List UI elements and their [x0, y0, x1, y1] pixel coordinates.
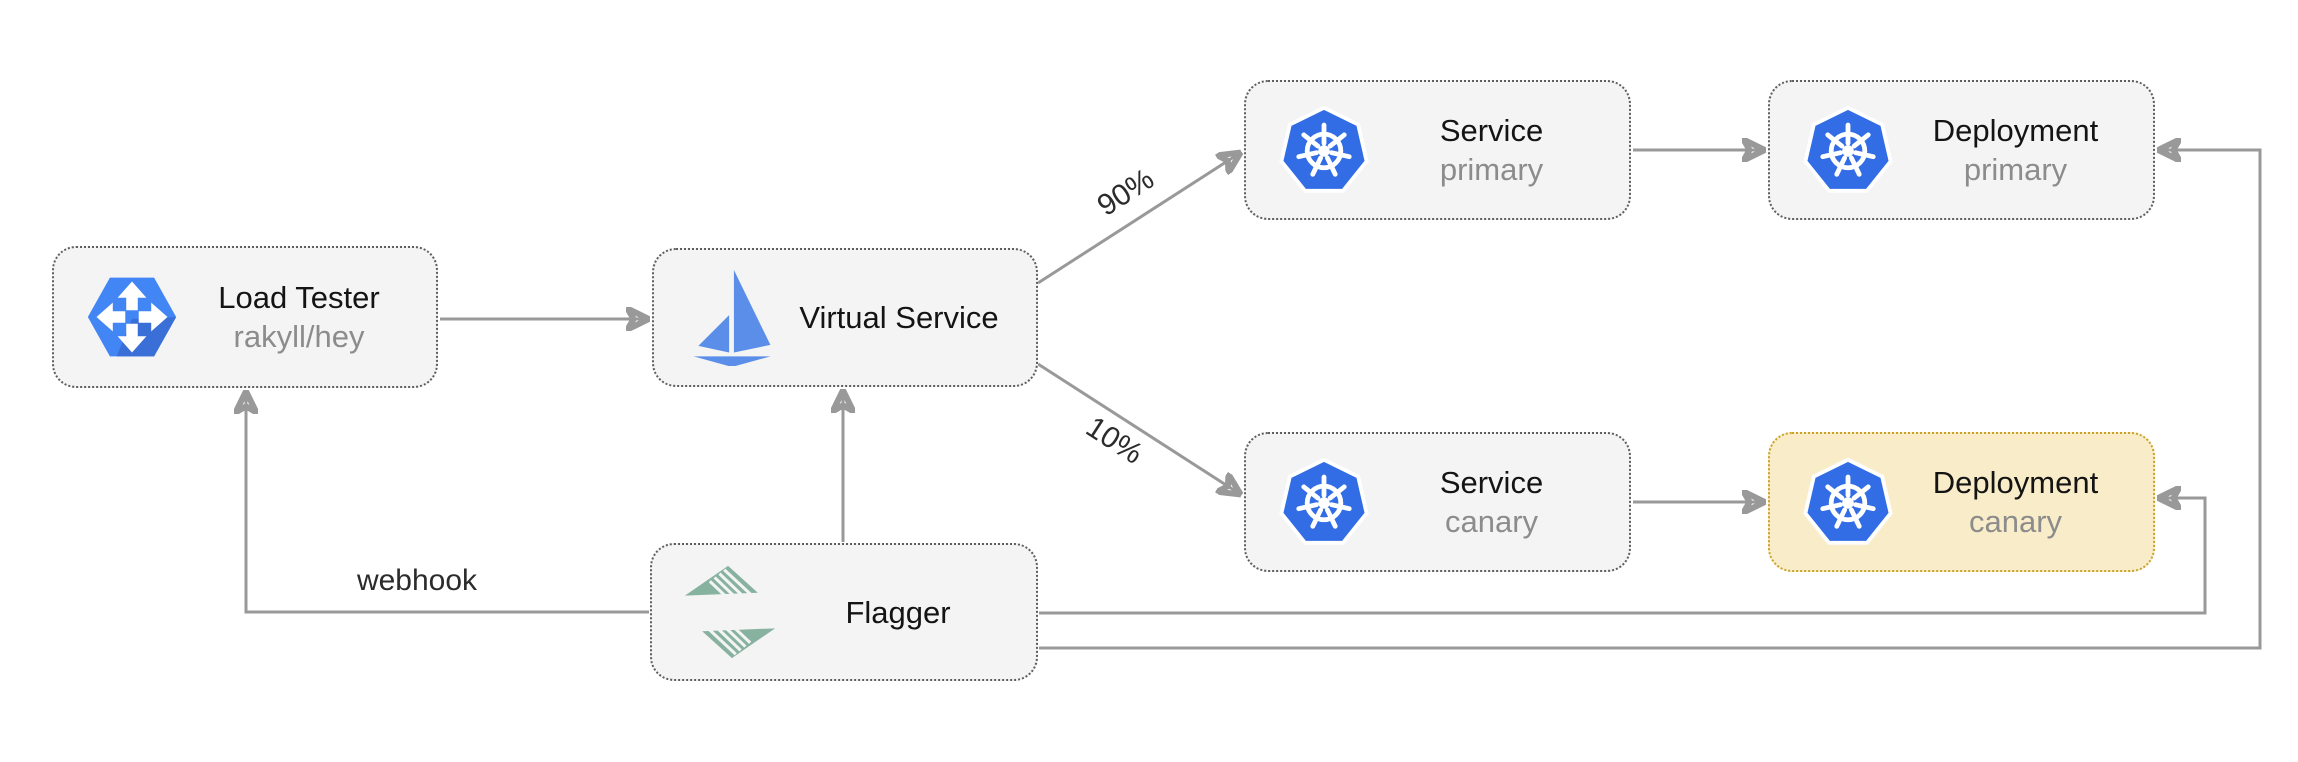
edge-flagger-deployment-canary [1039, 498, 2207, 615]
kubernetes-icon [1276, 102, 1372, 198]
edge-virtualservice-service-canary [1037, 362, 1240, 494]
node-load-tester: Load Tester rakyll/hey [52, 246, 438, 388]
node-title: Deployment [1932, 113, 2099, 148]
edge-flagger-deployment-primary [1039, 150, 2262, 650]
node-labels: Virtual Service [788, 298, 1036, 337]
node-subtitle: canary [1444, 504, 1539, 539]
node-virtual-service: Virtual Service [652, 248, 1038, 387]
node-deployment-canary: Deployment canary [1768, 432, 2155, 572]
node-title: Service [1439, 465, 1544, 500]
node-labels: Flagger [786, 593, 1036, 632]
node-subtitle: rakyll/hey [233, 319, 365, 354]
webhook-label: webhook [356, 564, 478, 597]
node-subtitle: canary [1968, 504, 2063, 539]
node-flagger: Flagger [650, 543, 1038, 681]
node-title: Load Tester [218, 280, 380, 315]
node-deployment-primary: Deployment primary [1768, 80, 2155, 220]
kubernetes-icon [1800, 102, 1896, 198]
node-title: Virtual Service [799, 300, 999, 335]
edge-virtualservice-service-primary [1037, 153, 1240, 285]
istio-sail-icon [684, 269, 780, 366]
node-subtitle: primary [1439, 152, 1544, 187]
node-labels: Deployment primary [1904, 111, 2153, 189]
node-service-canary: Service canary [1244, 432, 1631, 572]
node-title: Service [1439, 113, 1544, 148]
node-title: Deployment [1932, 465, 2099, 500]
node-labels: Service primary [1380, 111, 1629, 189]
node-service-primary: Service primary [1244, 80, 1631, 220]
node-title: Flagger [845, 594, 951, 630]
load-balancer-icon [84, 269, 180, 365]
flagger-icon [682, 564, 778, 660]
node-subtitle: primary [1963, 152, 2068, 187]
node-labels: Load Tester rakyll/hey [188, 278, 436, 356]
kubernetes-icon [1276, 454, 1372, 550]
node-labels: Service canary [1380, 463, 1629, 541]
kubernetes-icon [1800, 454, 1896, 550]
node-labels: Deployment canary [1904, 463, 2153, 541]
edge-flagger-loadtester-webhook [246, 392, 649, 614]
